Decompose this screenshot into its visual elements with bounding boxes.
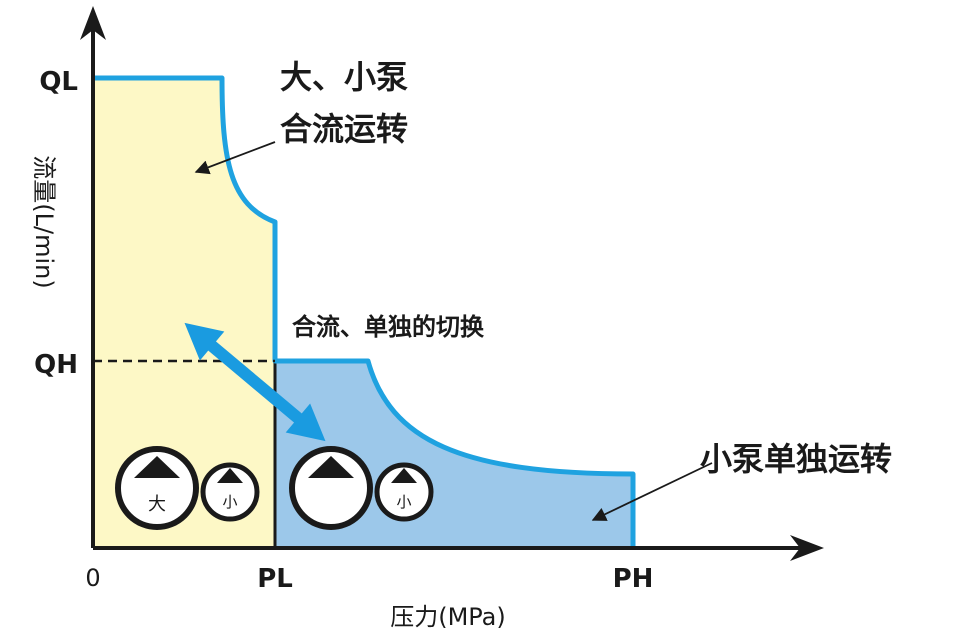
y-axis-arrowhead (80, 6, 106, 40)
x-tick-0: 0 (85, 564, 100, 592)
switch-double-arrow (184, 322, 326, 442)
combined-region-label-line2: 合流运转 (280, 110, 408, 148)
x-axis-arrowhead (790, 535, 824, 561)
small-pump-region-label: 小泵单独运转 (700, 440, 892, 478)
small-pump-region-pointer (591, 462, 713, 521)
y-axis-label: 流量(L/min) (30, 155, 58, 288)
combined-region-pointer (194, 141, 276, 175)
x-tick-ph: PH (613, 564, 654, 594)
pq-curve (93, 75, 636, 548)
y-tick-qh: QH (34, 350, 78, 380)
combined-region-label-line1: 大、小泵 (280, 58, 408, 96)
x-axis-label: 压力(MPa) (390, 603, 506, 631)
y-tick-ql: QL (39, 67, 78, 97)
pump-label-large: 大 (148, 494, 166, 515)
pump-symbol-large-idle (289, 446, 373, 530)
switch-annotation: 合流、单独的切换 (292, 313, 485, 341)
x-tick-pl: PL (257, 564, 293, 594)
pump-symbol-small-combined: 小 (200, 462, 260, 522)
yellow-region-combined (93, 78, 275, 548)
pump-symbol-small-active: 小 (374, 462, 434, 522)
pump-label-small: 小 (222, 493, 237, 511)
pump-symbol-large-combined: 大 (115, 446, 199, 530)
pump-label-small-2: 小 (396, 493, 411, 511)
